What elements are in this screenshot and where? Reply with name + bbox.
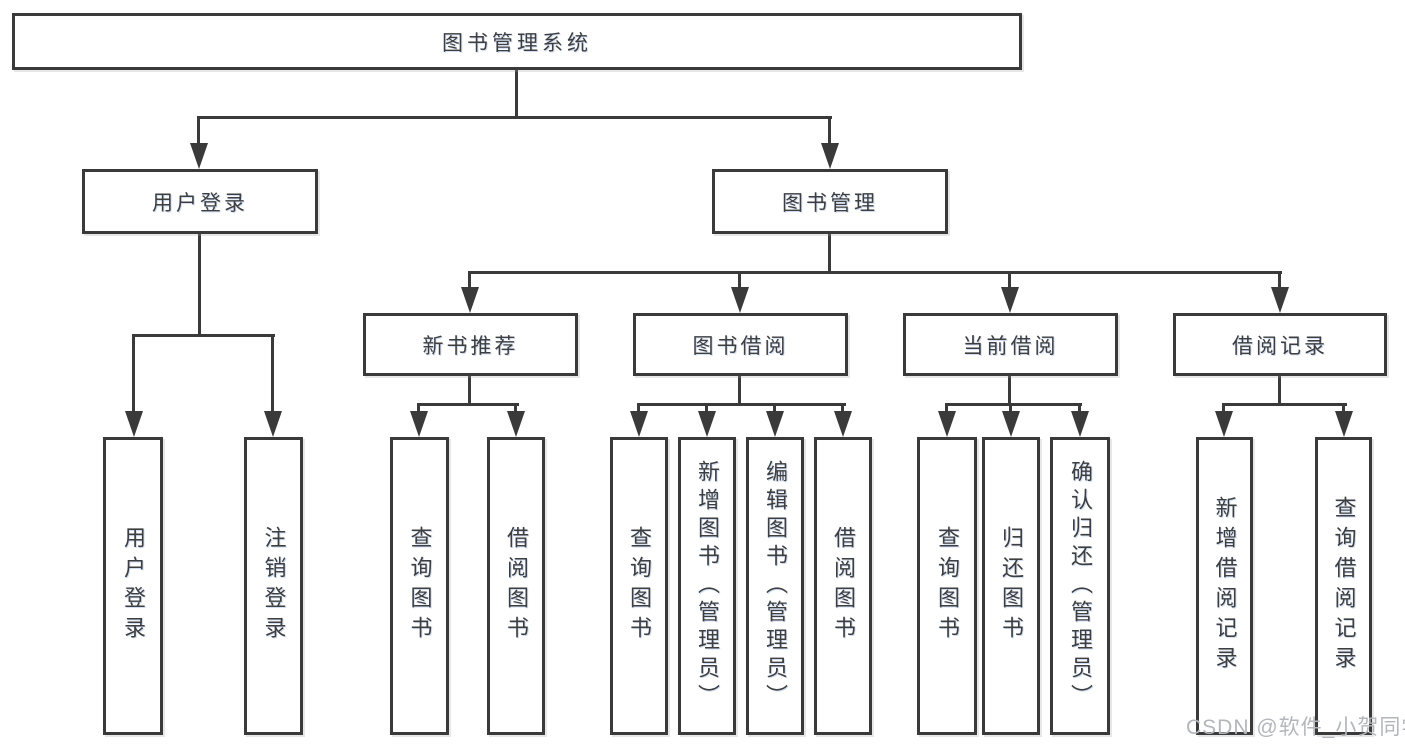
- arrow-down-icon: [1071, 411, 1089, 437]
- connector-line: [1008, 374, 1011, 406]
- node-label: 图书管理: [782, 191, 878, 215]
- node-label: 新增图书（管理员）: [695, 460, 720, 712]
- connector-line: [1008, 271, 1011, 293]
- node-label: 新书推荐: [422, 334, 519, 358]
- node-edit-books-admin: 编辑图书（管理员）: [746, 437, 804, 735]
- node-label: 查询借阅记录: [1331, 496, 1357, 676]
- node-logout: 注销登录: [244, 437, 303, 735]
- node-query-books-recommend: 查询图书: [390, 437, 449, 735]
- connector-line: [198, 232, 201, 337]
- connector-line: [945, 403, 948, 414]
- node-book-management: 图书管理: [712, 169, 948, 234]
- arrow-down-icon: [834, 411, 852, 437]
- connector-line: [828, 232, 831, 274]
- node-label: 查询图书: [935, 526, 960, 646]
- connector-line: [828, 116, 831, 146]
- arrow-down-icon: [1271, 287, 1289, 313]
- arrow-down-icon: [766, 411, 784, 437]
- connector-line: [637, 403, 640, 414]
- node-label: 用户登录: [152, 191, 248, 215]
- arrow-down-icon: [938, 411, 956, 437]
- node-user-login-action: 用户登录: [103, 437, 163, 735]
- arrow-down-icon: [125, 411, 143, 437]
- node-label: 图书借阅: [692, 334, 789, 358]
- connector-line: [1078, 403, 1081, 414]
- connector-line: [1278, 374, 1281, 406]
- connector-line: [1278, 271, 1281, 293]
- node-query-books-borrowing: 查询图书: [610, 437, 668, 735]
- node-confirm-return-admin: 确认归还（管理员）: [1050, 437, 1110, 735]
- connector-line: [468, 271, 1282, 274]
- node-borrow-books-borrowing: 借阅图书: [814, 437, 872, 735]
- connector-line: [417, 403, 519, 406]
- connector-line: [738, 271, 741, 293]
- arrow-down-icon: [630, 411, 648, 437]
- arrow-down-icon: [190, 143, 208, 169]
- node-query-borrow-record: 查询借阅记录: [1315, 437, 1372, 735]
- arrow-down-icon: [698, 411, 716, 437]
- arrow-down-icon: [507, 411, 525, 437]
- connector-line: [515, 68, 518, 119]
- node-label: 图书管理系统: [442, 31, 592, 55]
- node-label: 归还图书: [999, 526, 1024, 646]
- node-label: 注销登录: [261, 526, 287, 646]
- watermark: CSDN @软件_小贺同学: [1186, 716, 1405, 739]
- connector-line: [705, 403, 708, 414]
- arrow-down-icon: [461, 287, 479, 313]
- node-add-borrow-record: 新增借阅记录: [1196, 437, 1253, 735]
- connector-line: [197, 116, 200, 146]
- node-label: 查询图书: [407, 526, 433, 646]
- connector-line: [132, 334, 275, 337]
- node-label: 查询图书: [627, 526, 652, 646]
- connector-line: [738, 374, 741, 406]
- arrow-down-icon: [1001, 287, 1019, 313]
- node-library-system: 图书管理系统: [12, 13, 1022, 70]
- node-borrowing-records: 借阅记录: [1173, 313, 1387, 376]
- node-query-books-current: 查询图书: [917, 437, 977, 735]
- node-label: 确认归还（管理员）: [1068, 460, 1093, 712]
- connector-line: [271, 334, 274, 414]
- connector-line: [514, 403, 517, 414]
- node-add-books-admin: 新增图书（管理员）: [678, 437, 736, 735]
- connector-line: [132, 334, 135, 414]
- node-current-borrowing: 当前借阅: [903, 313, 1118, 376]
- node-return-books: 归还图书: [982, 437, 1040, 735]
- node-label: 当前借阅: [962, 334, 1059, 358]
- connector-line: [1222, 403, 1347, 406]
- connector-line: [841, 403, 844, 414]
- node-new-book-recommendation: 新书推荐: [363, 313, 578, 376]
- arrow-down-icon: [821, 143, 839, 169]
- node-borrow-books-recommend: 借阅图书: [487, 437, 545, 735]
- connector-line: [468, 374, 471, 406]
- connector-line: [1342, 403, 1345, 414]
- node-user-login: 用户登录: [82, 169, 318, 234]
- arrow-down-icon: [1215, 411, 1233, 437]
- node-label: 编辑图书（管理员）: [763, 460, 788, 712]
- connector-line: [1009, 403, 1012, 414]
- node-label: 用户登录: [121, 526, 146, 646]
- node-label: 借阅记录: [1232, 334, 1328, 358]
- node-label: 新增借阅记录: [1212, 496, 1238, 676]
- connector-line: [1222, 403, 1225, 414]
- node-label: 借阅图书: [831, 526, 856, 646]
- arrow-down-icon: [264, 411, 282, 437]
- arrow-down-icon: [1002, 411, 1020, 437]
- connector-line: [417, 403, 420, 414]
- connector-line: [197, 116, 832, 119]
- arrow-down-icon: [731, 287, 749, 313]
- connector-line: [945, 403, 1082, 406]
- arrow-down-icon: [1335, 411, 1353, 437]
- arrow-down-icon: [410, 411, 428, 437]
- connector-line: [468, 271, 471, 293]
- connector-line: [637, 403, 846, 406]
- connector-line: [773, 403, 776, 414]
- node-label: 借阅图书: [504, 526, 529, 646]
- node-book-borrowing: 图书借阅: [633, 313, 848, 376]
